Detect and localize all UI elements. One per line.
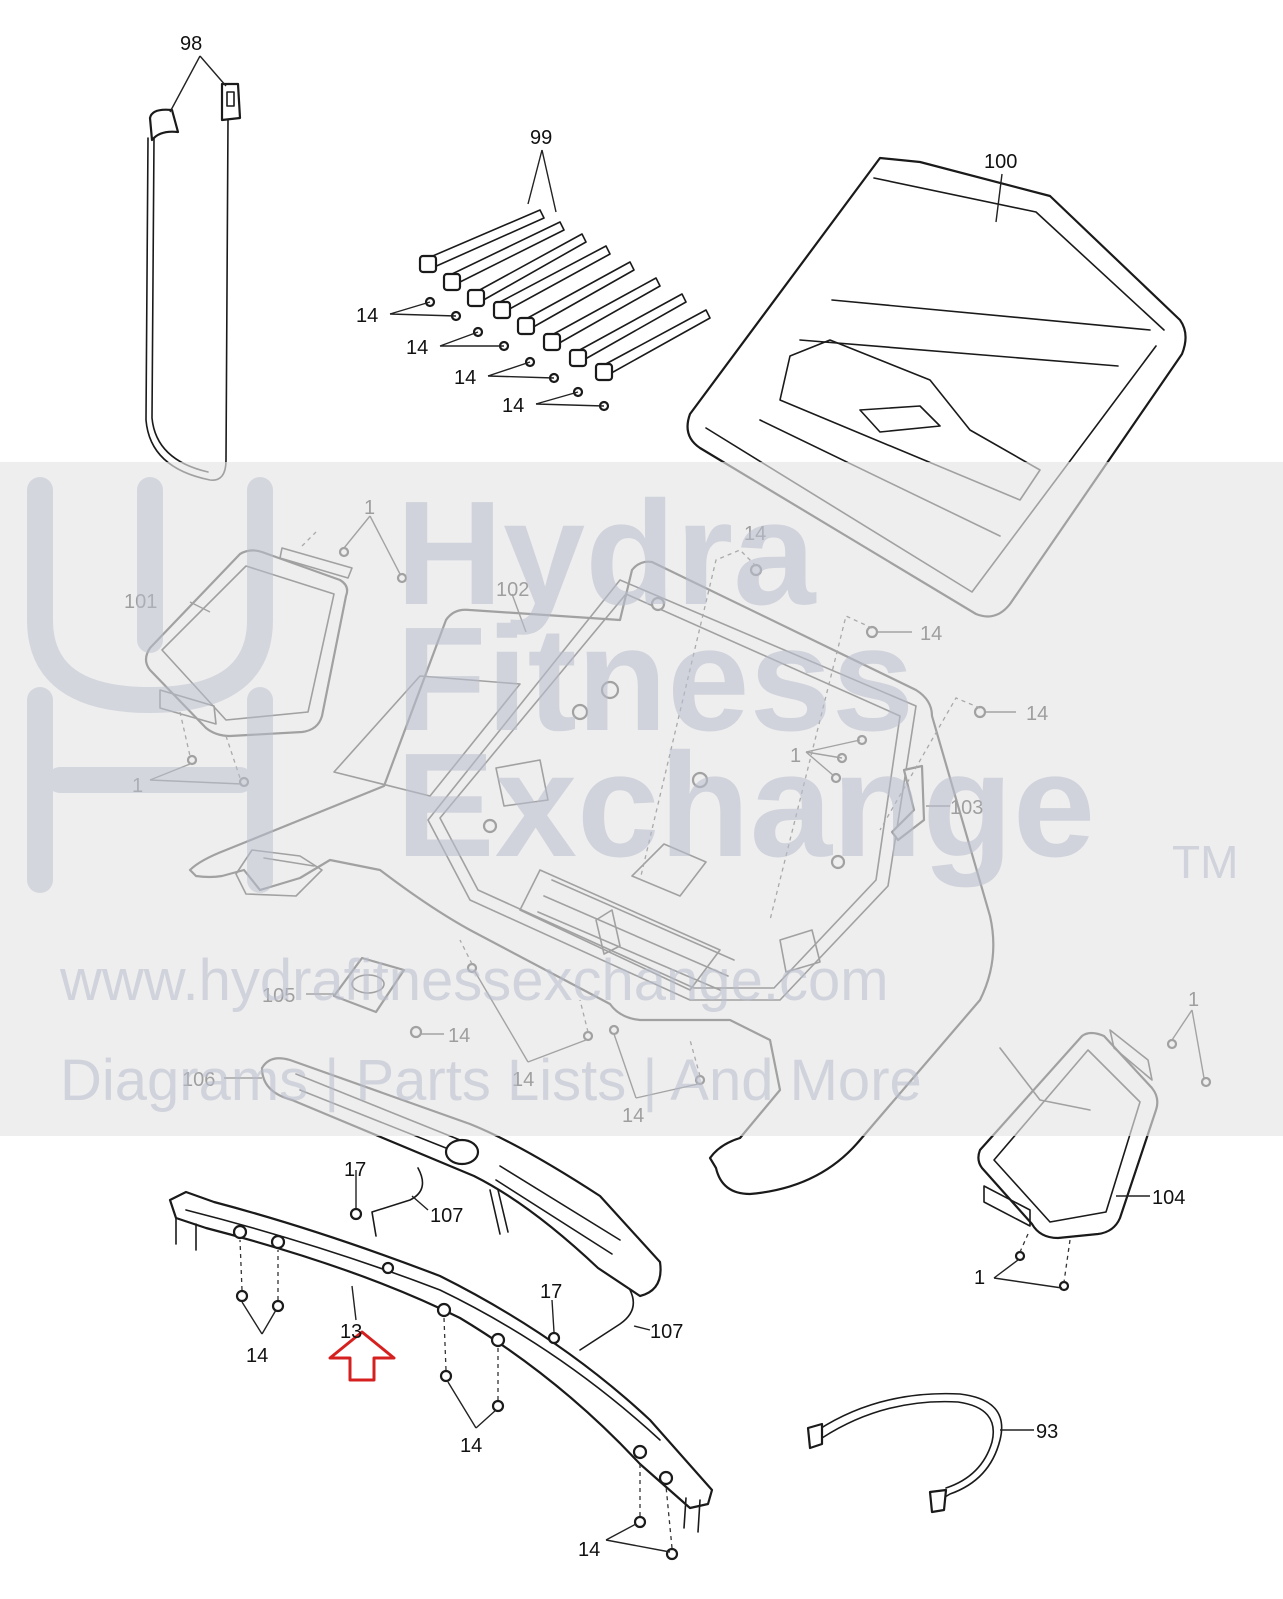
watermark: Hydra Fitness Exchange TM www.hydrafitne… xyxy=(0,462,1283,1136)
watermark-brand-line3: Exchange xyxy=(396,723,1095,888)
watermark-brand-line2: Fitness xyxy=(396,597,914,762)
callout-13: 13 xyxy=(340,1321,362,1343)
part-107-wires xyxy=(371,1167,651,1351)
watermark-url: www.hydrafitnessexchange.com xyxy=(59,948,889,1013)
watermark-brand-line1: Hydra xyxy=(396,471,817,636)
callout-98: 98 xyxy=(180,33,202,55)
callout-17-upper: 17 xyxy=(344,1159,366,1181)
callout-14-1: 14 xyxy=(356,305,378,327)
callout-107-lower: 107 xyxy=(650,1321,683,1343)
callout-14-12: 14 xyxy=(460,1435,482,1457)
callout-107-upper: 107 xyxy=(430,1205,463,1227)
part-93-cable xyxy=(806,1392,1034,1514)
watermark-trademark: TM xyxy=(1172,836,1238,888)
part-13-rail xyxy=(168,1190,714,1533)
callout-17-lower: 17 xyxy=(540,1281,562,1303)
callout-99: 99 xyxy=(530,127,552,149)
callout-14-3: 14 xyxy=(454,367,476,389)
callout-14-2: 14 xyxy=(406,337,428,359)
watermark-logo-icon xyxy=(27,477,273,893)
callout-14-13: 14 xyxy=(578,1539,600,1561)
watermark-tagline: Diagrams | Parts Lists | And More xyxy=(60,1048,922,1113)
watermark-band xyxy=(0,462,1283,1136)
callout-100: 100 xyxy=(984,151,1017,173)
callout-14-4: 14 xyxy=(502,395,524,417)
part-99-tie-straps xyxy=(389,149,711,412)
part-98-strap xyxy=(145,55,242,481)
callout-93: 93 xyxy=(1036,1421,1058,1443)
callout-1-e: 1 xyxy=(974,1267,985,1289)
rail-screws xyxy=(235,1170,679,1561)
callout-14-11: 14 xyxy=(246,1345,268,1367)
callout-104: 104 xyxy=(1152,1187,1185,1209)
highlight-arrow xyxy=(328,1330,396,1382)
